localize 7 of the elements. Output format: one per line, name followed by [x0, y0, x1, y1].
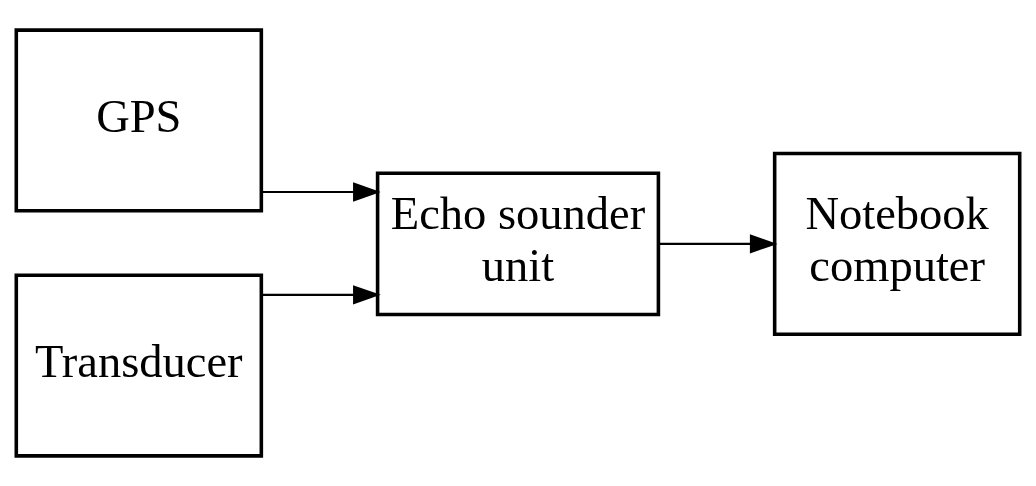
- node-box: Notebook computer: [772, 151, 1022, 336]
- arrow: [658, 234, 778, 254]
- arrow: [261, 182, 381, 202]
- node-box: GPS: [14, 28, 264, 213]
- node-box: Transducer: [14, 273, 264, 458]
- node-box: Echo sounder unit: [375, 171, 661, 317]
- arrow: [261, 285, 381, 305]
